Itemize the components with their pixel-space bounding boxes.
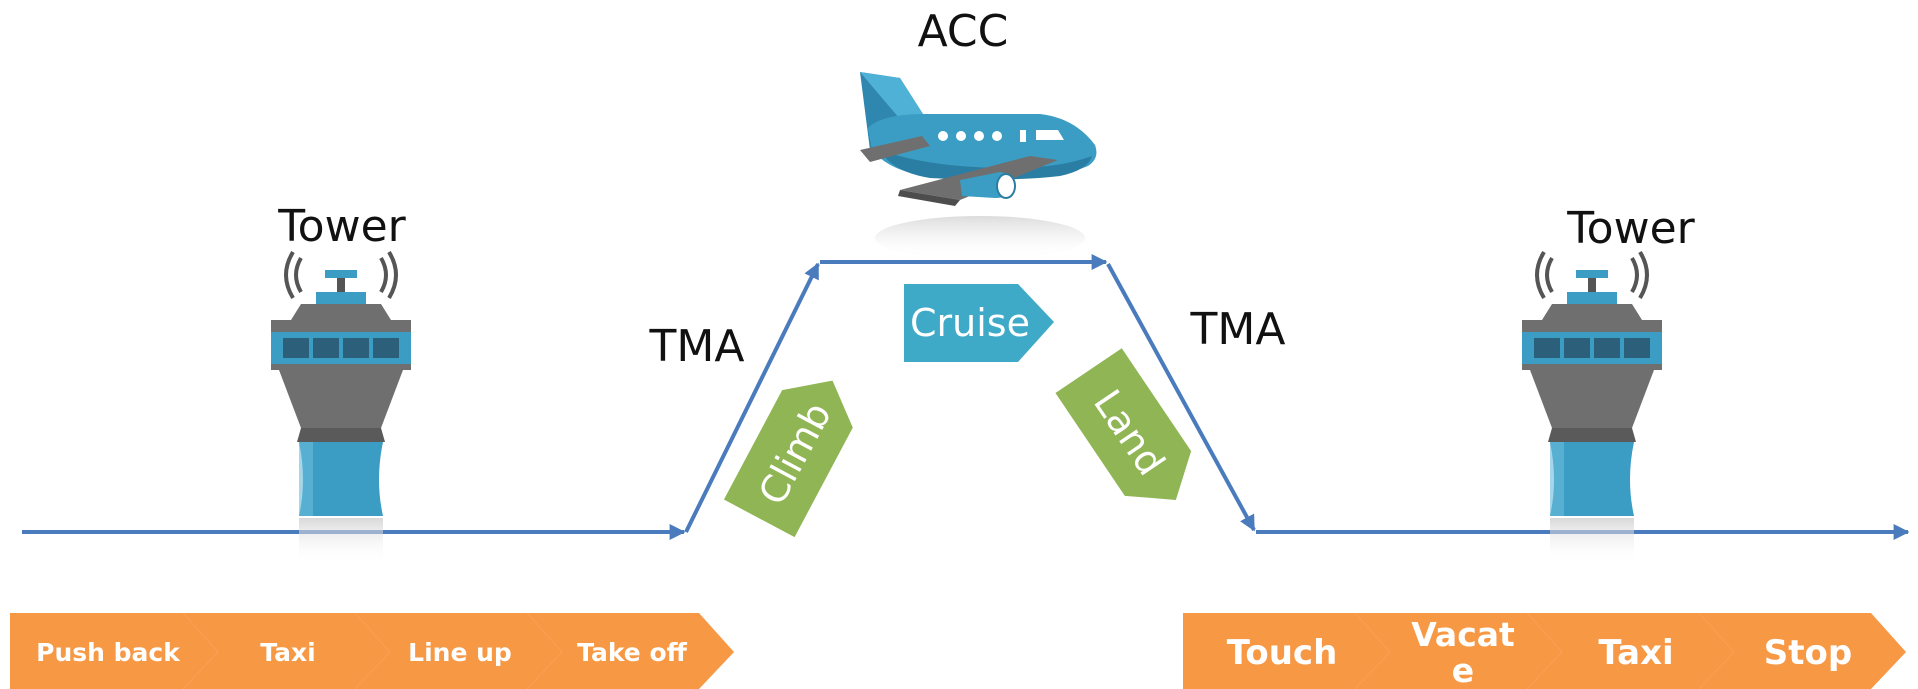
tma-left-label: TMA — [649, 321, 745, 372]
step-stop: Stop — [1699, 613, 1906, 689]
descent-line — [1106, 263, 1256, 532]
step-vacate: Vacat e — [1355, 613, 1562, 689]
airplane-icon — [860, 72, 1097, 260]
step-taxi: Taxi — [1527, 613, 1734, 689]
step-push-back: Push back — [10, 613, 218, 689]
step-label: Taxi — [1598, 633, 1673, 673]
step-label: Line up — [408, 638, 512, 667]
land-tag: Land — [1055, 348, 1192, 500]
step-label-line1: Vacat — [1411, 615, 1515, 654]
climb-line — [684, 262, 820, 533]
departure-steps: Push back Taxi Line up Take off — [10, 613, 734, 689]
step-label: Stop — [1764, 633, 1852, 673]
control-tower-icon — [269, 250, 413, 566]
step-label-line2: e — [1452, 651, 1474, 689]
step-take-off: Take off — [527, 613, 734, 689]
arrival-steps: Touch Vacat e Taxi Stop — [1183, 613, 1906, 689]
control-tower-icon — [1520, 250, 1664, 566]
tma-right-label: TMA — [1190, 304, 1286, 355]
step-line-up: Line up — [355, 613, 562, 689]
step-label: Taxi — [260, 638, 315, 667]
tower-right-label: Tower — [1566, 203, 1695, 254]
cruise-tag: Cruise — [904, 284, 1054, 362]
step-label: Touch — [1227, 633, 1338, 673]
climb-tag: Climb — [723, 380, 853, 538]
step-touch: Touch — [1183, 613, 1390, 689]
tower-left-label: Tower — [277, 201, 406, 252]
step-label: Push back — [36, 638, 181, 667]
step-taxi: Taxi — [183, 613, 390, 689]
step-label: Take off — [577, 638, 687, 667]
acc-label: ACC — [918, 6, 1009, 57]
cruise-tag-label: Cruise — [910, 301, 1030, 345]
